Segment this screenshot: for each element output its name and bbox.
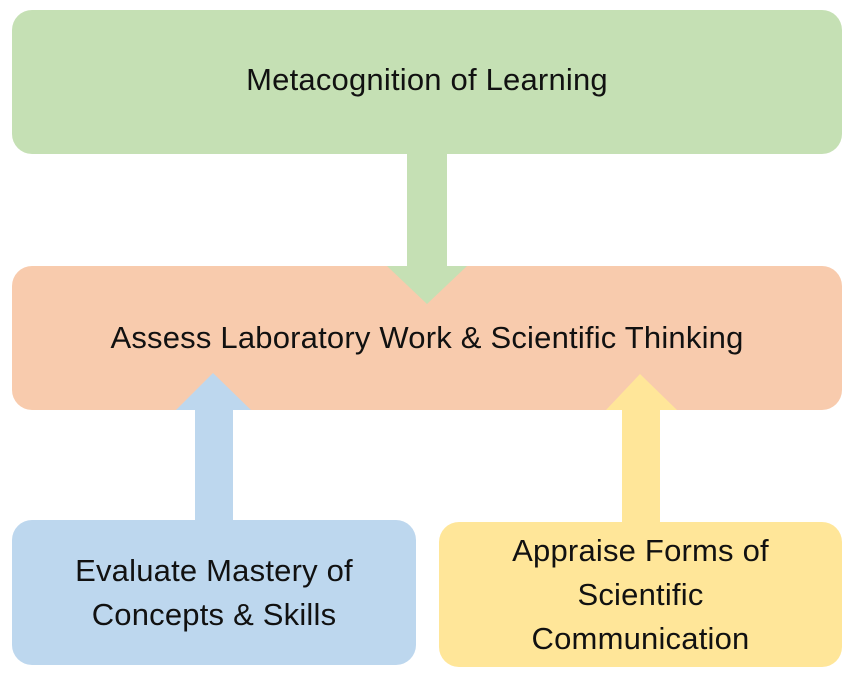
evaluate-label: Evaluate Mastery of Concepts & Skills <box>54 549 374 637</box>
appraise-label: Appraise Forms of Scientific Communicati… <box>481 529 801 661</box>
assess-label: Assess Laboratory Work & Scientific Thin… <box>110 320 744 355</box>
appraise-label-line-3: Communication <box>531 620 750 656</box>
appraise-box: Appraise Forms of Scientific Communicati… <box>439 522 842 667</box>
arrow-up-icon <box>176 373 251 524</box>
metacognition-label: Metacognition of Learning <box>246 62 608 97</box>
appraise-label-line-1: Appraise Forms of <box>512 532 769 568</box>
arrow-down-icon <box>387 150 467 304</box>
evaluate-label-line-1: Evaluate Mastery of <box>75 552 353 588</box>
evaluate-label-line-2: Concepts & Skills <box>91 596 337 632</box>
appraise-label-line-2: Scientific <box>577 576 704 612</box>
assess-box: Assess Laboratory Work & Scientific Thin… <box>12 266 842 410</box>
metacognition-box: Metacognition of Learning <box>12 10 842 154</box>
arrow-up-icon <box>606 374 677 526</box>
evaluate-box: Evaluate Mastery of Concepts & Skills <box>12 520 416 665</box>
